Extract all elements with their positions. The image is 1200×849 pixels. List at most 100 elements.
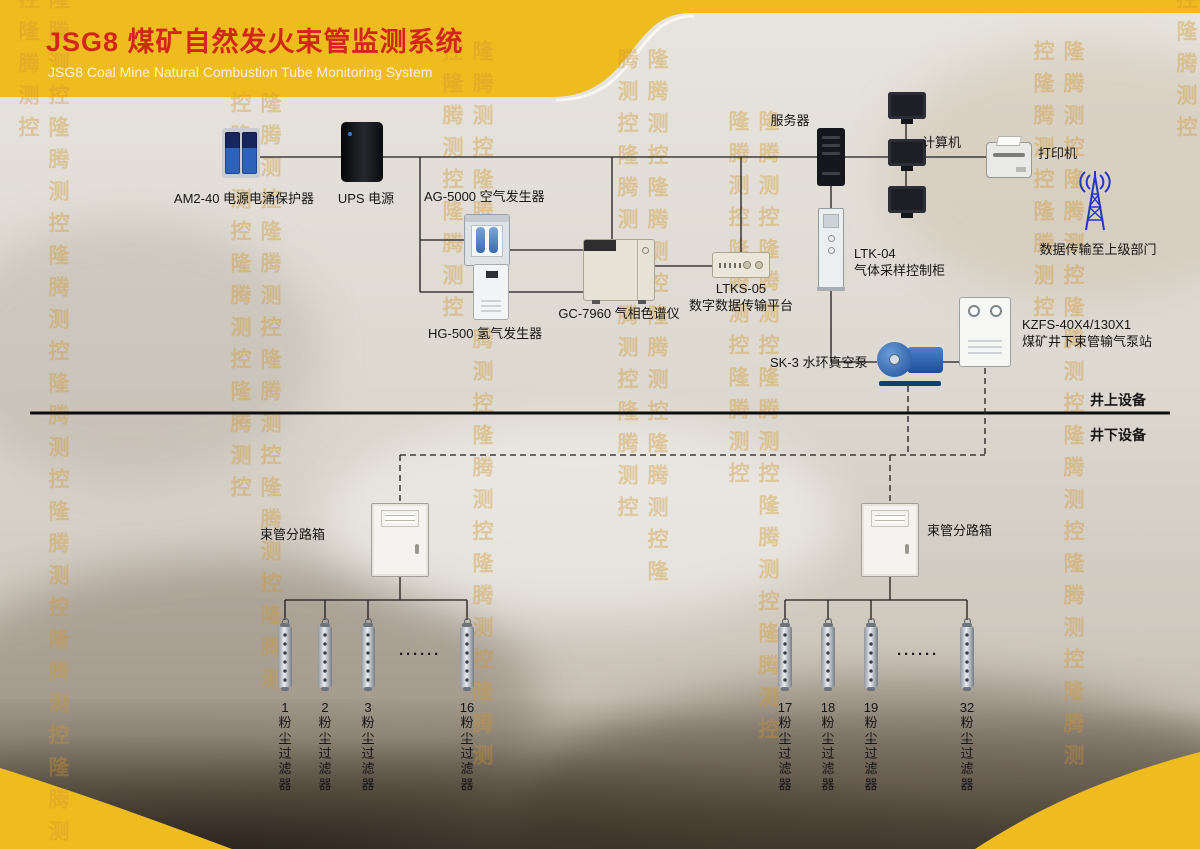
filter-label-19: 19 粉 尘 过 滤 器 bbox=[863, 700, 879, 792]
filter-label-16: 16 粉 尘 过 滤 器 bbox=[459, 700, 475, 792]
hgen-vent bbox=[481, 300, 501, 312]
ltks-knob bbox=[755, 261, 763, 269]
header-banner-shape bbox=[0, 0, 1200, 102]
printer-slot bbox=[993, 153, 1025, 157]
tube-pump-station-device bbox=[959, 297, 1011, 367]
pump-motor bbox=[907, 347, 943, 373]
branch-box-tag bbox=[871, 510, 909, 527]
air-generator-device bbox=[464, 214, 510, 266]
ltks-knob bbox=[743, 261, 751, 269]
gc-dial bbox=[642, 247, 649, 254]
airgen-column bbox=[476, 227, 485, 253]
ltk-model: LTK-04 bbox=[854, 246, 896, 261]
ltks-model: LTKS-05 bbox=[715, 281, 767, 296]
uplink-label: 数据传输至上级部门 bbox=[1039, 242, 1157, 257]
server-label: 服务器 bbox=[770, 113, 810, 128]
printer-device bbox=[986, 136, 1032, 178]
airgen-top bbox=[465, 215, 509, 222]
filter-label-18: 18 粉 尘 过 滤 器 bbox=[820, 700, 836, 792]
hydrogen-generator-device bbox=[473, 264, 509, 320]
dust-filter-device bbox=[778, 618, 792, 691]
computer-monitor bbox=[888, 92, 926, 124]
printer-panel bbox=[1016, 167, 1026, 172]
surge-module bbox=[242, 132, 257, 174]
hydrogen-generator-label: HG-500 氢气发生器 bbox=[428, 326, 543, 341]
surge-protector-device bbox=[222, 128, 260, 178]
filter-holes bbox=[825, 631, 831, 683]
pump-hub bbox=[889, 354, 900, 365]
ltk-label: LTK-04 气体采样控制柜 bbox=[854, 246, 945, 280]
airgen-window bbox=[471, 225, 503, 257]
printer-label: 打印机 bbox=[1038, 146, 1078, 161]
kzfs-model: KZFS-40X4/130X1 bbox=[1022, 317, 1132, 332]
filter-label-3: 3 粉 尘 过 滤 器 bbox=[361, 700, 375, 792]
server-slit bbox=[822, 144, 840, 147]
ltk-knob bbox=[828, 235, 835, 242]
dust-filter-device bbox=[960, 618, 974, 691]
photo-shade bbox=[880, 40, 1200, 300]
hgen-display bbox=[486, 271, 498, 278]
filter-body bbox=[361, 623, 375, 691]
branch-box-right-device bbox=[861, 503, 919, 577]
airgen-column bbox=[489, 227, 498, 253]
filter-label-2: 2 粉 尘 过 滤 器 bbox=[318, 700, 332, 792]
gc-foot bbox=[592, 300, 600, 304]
gc-panel bbox=[584, 240, 617, 251]
filter-body bbox=[778, 623, 792, 691]
filter-body bbox=[864, 623, 878, 691]
gc-foot bbox=[638, 300, 646, 304]
gc-door-line bbox=[637, 240, 638, 300]
underground-equipment-label: 井下设备 bbox=[1090, 427, 1146, 443]
branch-box-handle bbox=[905, 544, 909, 554]
filter-holes bbox=[282, 631, 288, 683]
computer-monitor bbox=[888, 139, 926, 171]
gas-chromatograph-device bbox=[583, 239, 655, 304]
kzfs-gauge bbox=[968, 305, 980, 317]
filter-body bbox=[821, 623, 835, 691]
ltk-name: 气体采样控制柜 bbox=[854, 262, 946, 278]
filter-holes bbox=[964, 631, 970, 683]
filter-label-1: 1 粉 尘 过 滤 器 bbox=[278, 700, 292, 792]
vacuum-pump-label: SK-3 水环真空泵 bbox=[770, 355, 868, 370]
ltks-label: LTKS-05 数字数据传输平台 bbox=[683, 281, 799, 315]
air-generator-label: AG-5000 空气发生器 bbox=[424, 189, 545, 204]
gas-sampling-cabinet-device bbox=[817, 208, 845, 291]
printer-paper bbox=[995, 136, 1023, 146]
dust-filter-device bbox=[361, 618, 375, 691]
kzfs-gauge bbox=[990, 305, 1002, 317]
ellipsis-right: ······ bbox=[897, 646, 939, 663]
ltk-base bbox=[817, 287, 845, 291]
surface-equipment-label: 井上设备 bbox=[1090, 392, 1146, 408]
filter-body bbox=[460, 623, 474, 691]
filter-label-17: 17 粉 尘 过 滤 器 bbox=[777, 700, 793, 792]
filter-holes bbox=[322, 631, 328, 683]
underground-dashed-lines bbox=[399, 368, 986, 503]
kzfs-label: KZFS-40X4/130X1 煤矿井下束管输气泵站 bbox=[1022, 317, 1152, 351]
ltks-vents bbox=[719, 263, 749, 268]
server-slit bbox=[822, 152, 840, 155]
antenna-icon bbox=[1079, 171, 1111, 231]
filter-holes bbox=[868, 631, 874, 683]
ups-device bbox=[341, 122, 383, 182]
ellipsis-left: ······ bbox=[399, 646, 441, 663]
kzfs-name: 煤矿井下束管输气泵站 bbox=[1022, 333, 1153, 349]
dust-filter-device bbox=[460, 618, 474, 691]
pump-base bbox=[879, 381, 941, 386]
dust-filter-device bbox=[278, 618, 292, 691]
ltk-window bbox=[823, 214, 839, 228]
surge-label: AM2-40 电源电涌保护器 bbox=[173, 191, 315, 206]
branch-box-handle bbox=[415, 544, 419, 554]
server-device bbox=[817, 128, 845, 186]
dust-filter-device bbox=[864, 618, 878, 691]
dust-filter-device bbox=[821, 618, 835, 691]
filter-body bbox=[318, 623, 332, 691]
filter-body bbox=[960, 623, 974, 691]
page-subtitle: JSG8 Coal Mine Natural Combustion Tube M… bbox=[48, 64, 433, 80]
server-slit bbox=[822, 136, 840, 139]
photo-shade bbox=[0, 220, 320, 480]
branch-box-tag bbox=[381, 510, 419, 527]
ups-label: UPS 电源 bbox=[337, 191, 395, 206]
kzfs-louvers bbox=[968, 340, 1002, 358]
branch-box-right-label: 束管分路箱 bbox=[927, 523, 993, 538]
